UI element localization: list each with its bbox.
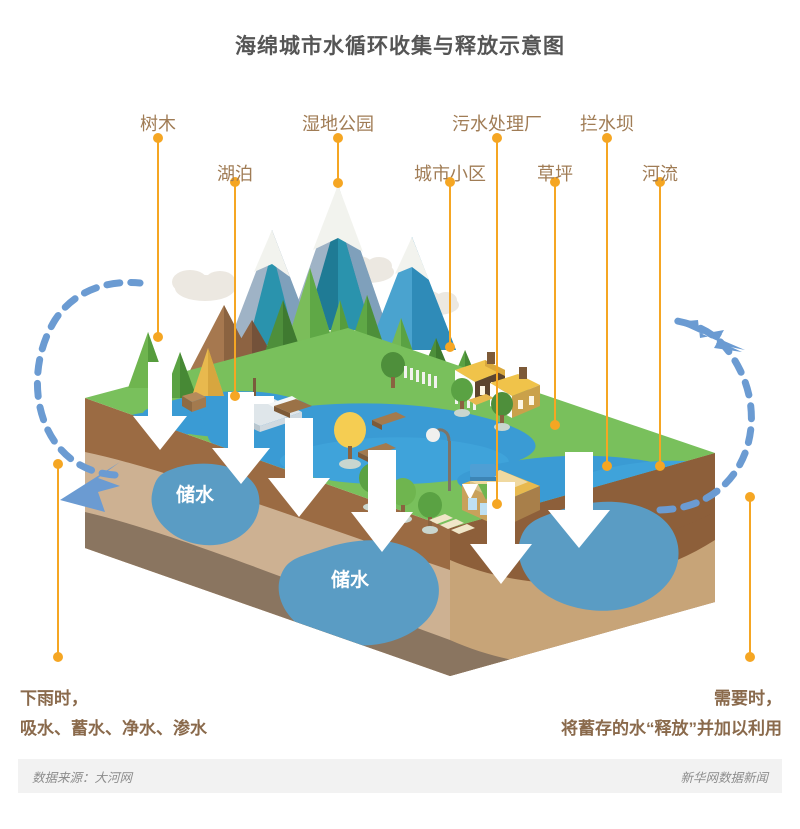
storage-label-2: 储水 [331, 568, 370, 591]
callout-dot-lawn-start [550, 177, 560, 187]
infiltration-arrows-group [133, 362, 610, 584]
callout-dot-river-end [655, 461, 665, 471]
release-caption: 需要时， 将蓄存的水“释放”并加以利用 [561, 684, 782, 744]
storage-labels-group: 储水 储水 [176, 483, 370, 591]
page-title: 海绵城市水循环收集与释放示意图 [235, 35, 565, 58]
callout-dot-lawn-end [550, 420, 560, 430]
callout-leaders-group [153, 133, 665, 509]
callout-dot-sewage-start [492, 133, 502, 143]
callout-dot-district-start [445, 177, 455, 187]
callout-dot-wetland-start [333, 133, 343, 143]
callout-dot-sewage-end [492, 499, 502, 509]
callout-dot-lake-end [230, 391, 240, 401]
rain-caption: 下雨时， 吸水、蓄水、净水、渗水 [20, 684, 207, 744]
footer-bar: 数据来源：大河网 新华网数据新闻 [18, 759, 782, 793]
callout-dot-trees-end [153, 332, 163, 342]
rain-caption-line2: 吸水、蓄水、净水、渗水 [20, 719, 207, 738]
rain-caption-line1: 下雨时， [20, 689, 88, 708]
callout-label-wetland: 湿地公园 [302, 114, 374, 134]
callout-dot-trees-start [153, 133, 163, 143]
callout-dot-river-start [655, 177, 665, 187]
brand-text: 新华网数据新闻 [680, 770, 768, 785]
release-caption-line1: 需要时， [714, 689, 782, 708]
callout-dot-lake-start [230, 177, 240, 187]
callout-label-river: 河流 [642, 164, 678, 184]
storage-label-1: 储水 [176, 483, 215, 506]
callout-dot-dam-end [602, 461, 612, 471]
cycle-endpoint-markers [53, 459, 755, 662]
cycle-arrow-right [656, 316, 755, 514]
callout-dot-district-end [445, 342, 455, 352]
callout-label-trees: 树木 [140, 114, 176, 134]
callout-label-lawn: 草坪 [537, 164, 573, 184]
cycle-arrow-left [33, 278, 144, 512]
callout-label-district: 城市小区 [414, 164, 486, 184]
callout-label-dam: 拦水坝 [580, 114, 634, 134]
data-source-text: 数据来源：大河网 [32, 770, 133, 785]
release-caption-line2: 将蓄存的水“释放”并加以利用 [561, 719, 782, 738]
callout-dot-wetland-end [333, 178, 343, 188]
callout-label-lake: 湖泊 [217, 164, 253, 184]
groundwater-group [151, 463, 679, 646]
callout-label-sewage: 污水处理厂 [452, 114, 542, 134]
callout-dot-dam-start [602, 133, 612, 143]
